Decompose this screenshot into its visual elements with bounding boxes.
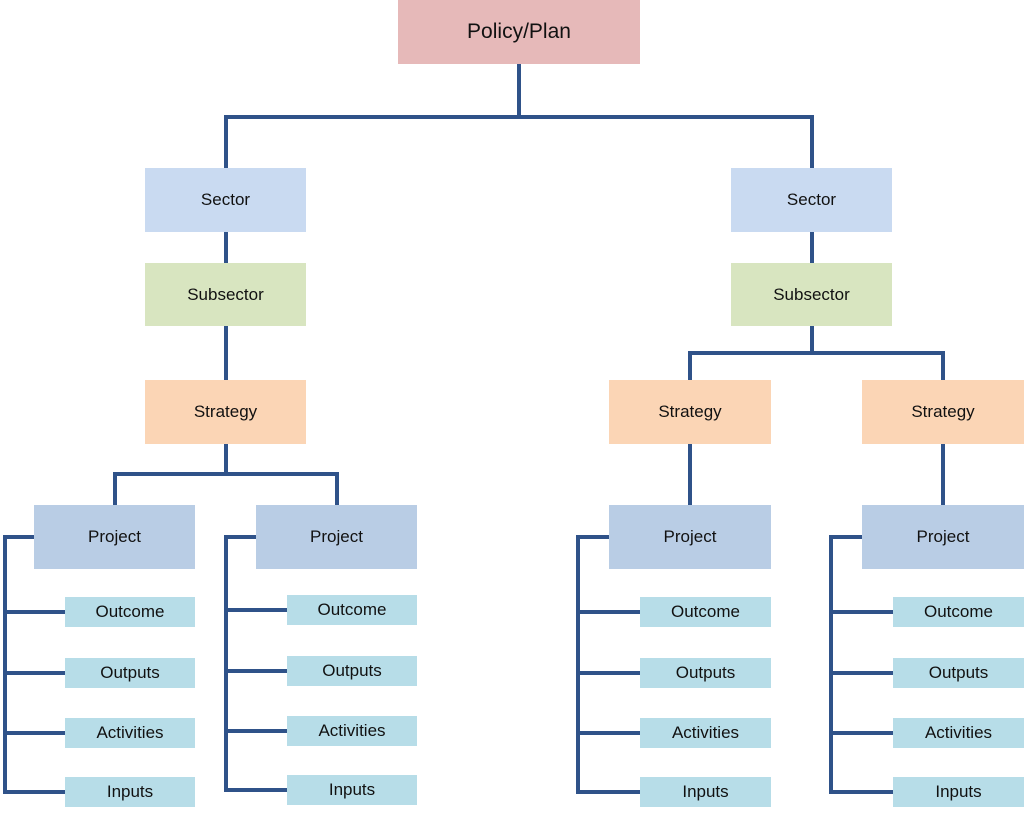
item-inputs: Inputs — [640, 777, 771, 807]
node-strategy-3: Strategy — [862, 380, 1024, 444]
node-project-1: Project — [34, 505, 195, 569]
node-strategy-1: Strategy — [145, 380, 306, 444]
item-outcome: Outcome — [287, 595, 417, 625]
item-activities: Activities — [893, 718, 1024, 748]
node-project-3: Project — [609, 505, 771, 569]
item-outcome: Outcome — [640, 597, 771, 627]
node-sector-right: Sector — [731, 168, 892, 232]
item-outcome: Outcome — [65, 597, 195, 627]
node-project-2: Project — [256, 505, 417, 569]
item-activities: Activities — [287, 716, 417, 746]
item-inputs: Inputs — [893, 777, 1024, 807]
node-strategy-2: Strategy — [609, 380, 771, 444]
node-subsector-right: Subsector — [731, 263, 892, 326]
node-sector-left: Sector — [145, 168, 306, 232]
item-outputs: Outputs — [65, 658, 195, 688]
node-policy-plan: Policy/Plan — [398, 0, 640, 64]
item-outputs: Outputs — [893, 658, 1024, 688]
item-inputs: Inputs — [65, 777, 195, 807]
node-subsector-left: Subsector — [145, 263, 306, 326]
item-inputs: Inputs — [287, 775, 417, 805]
item-outputs: Outputs — [640, 658, 771, 688]
node-project-4: Project — [862, 505, 1024, 569]
item-activities: Activities — [65, 718, 195, 748]
item-outcome: Outcome — [893, 597, 1024, 627]
item-activities: Activities — [640, 718, 771, 748]
item-outputs: Outputs — [287, 656, 417, 686]
